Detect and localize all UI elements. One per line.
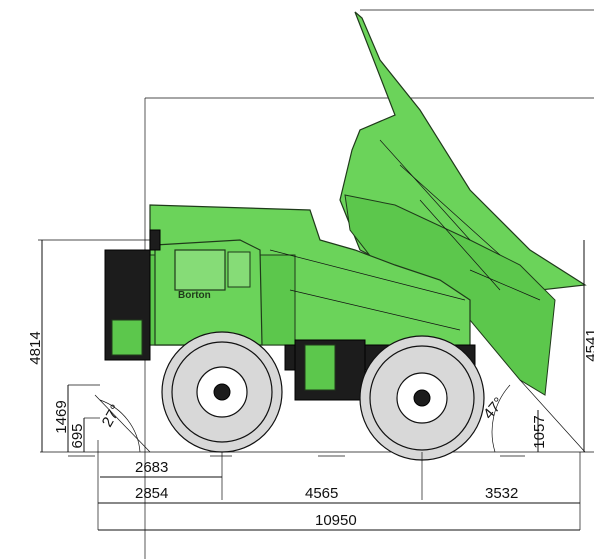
brand-label: Borton: [178, 290, 211, 301]
dump-height-label: 4541: [583, 328, 594, 361]
clearance-label: 1469: [53, 400, 70, 433]
front-length-label: 2854: [135, 485, 168, 502]
approach-angle-label: 27°: [99, 402, 125, 430]
departure-angle-arc: [491, 384, 511, 453]
front-overhang-label: 2683: [135, 459, 168, 476]
rear-wheel: [359, 335, 485, 461]
overall-length-label: 10950: [315, 512, 357, 529]
front-wheel: [161, 331, 283, 453]
step-height-label: 695: [69, 423, 86, 448]
wheelbase-label: 4565: [305, 485, 338, 502]
rear-clearance-label: 1057: [531, 415, 548, 448]
approach-angle-arc: [99, 399, 141, 453]
rear-overhang-label: 3532: [485, 485, 518, 502]
truck-cab: Borton: [104, 229, 263, 361]
total-height-label: 4814: [27, 331, 44, 364]
